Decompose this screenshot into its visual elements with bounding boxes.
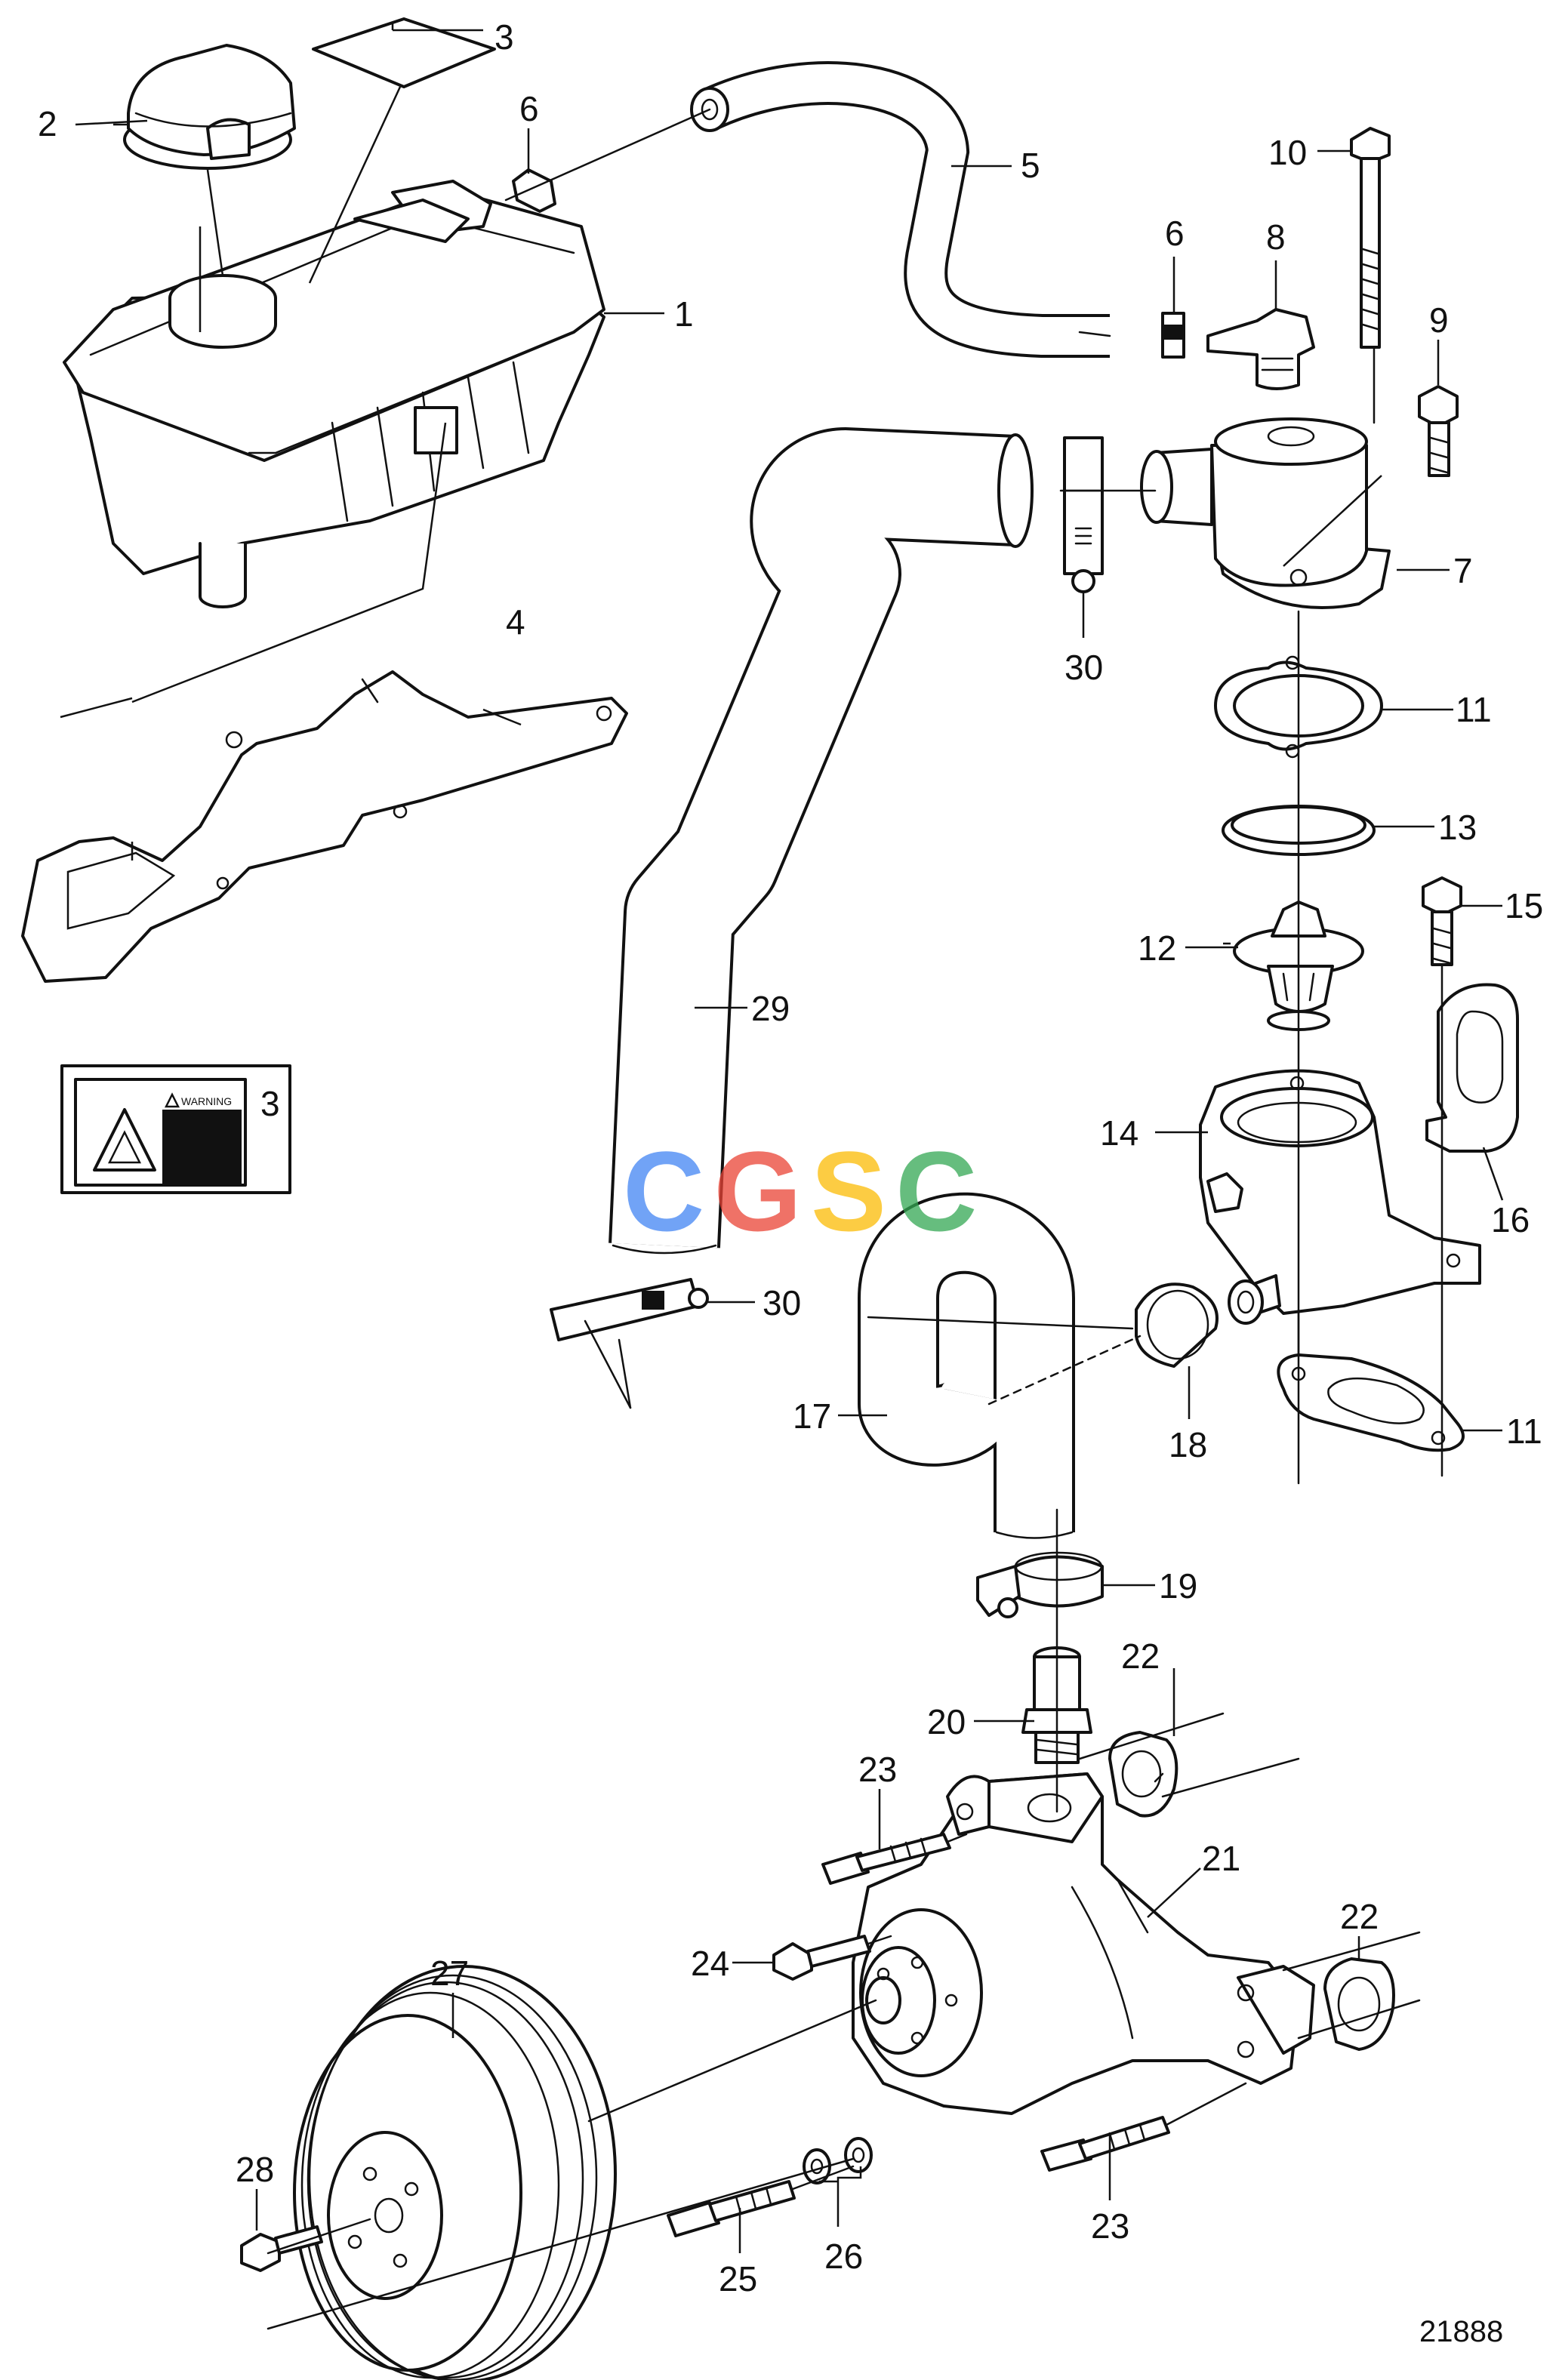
- callout-13: 13: [1438, 808, 1477, 847]
- lifting-eye-bracket: [1425, 983, 1519, 1153]
- bracket-bolt: [1422, 876, 1462, 966]
- pump-gasket-right: [1323, 1957, 1395, 2051]
- callout-14: 14: [1100, 1113, 1138, 1153]
- callout-11-upper: 11: [1456, 690, 1492, 729]
- short-bolt: [1418, 385, 1459, 477]
- watermark: CGSC: [623, 1128, 986, 1255]
- hose-clamp-small-upper: [512, 168, 556, 213]
- callout-27: 27: [430, 1954, 469, 1993]
- worm-hose-clamp: [976, 1551, 1104, 1618]
- hose-clamp-upper: [1063, 436, 1104, 593]
- callout-22-right: 22: [1340, 1897, 1379, 1936]
- callout-1: 1: [674, 294, 694, 334]
- thermostat-housing-body: [1199, 1069, 1481, 1325]
- callout-5: 5: [1021, 146, 1040, 185]
- callout-3-decal: 3: [495, 17, 514, 57]
- pump-gasket-upper: [1108, 1731, 1178, 1818]
- radiator-hose-large: [609, 427, 1034, 1255]
- watermark-letter: S: [811, 1128, 895, 1255]
- leader-lines: [75, 23, 1504, 2253]
- callout-15: 15: [1505, 886, 1543, 925]
- pulley-stud: [667, 2180, 796, 2237]
- callout-29: 29: [751, 989, 790, 1028]
- bypass-hose: [858, 1192, 1075, 1539]
- callout-21: 21: [1202, 1839, 1240, 1878]
- callout-26: 26: [824, 2237, 863, 2276]
- decal-sheet: [312, 17, 496, 88]
- alignment-lines: [60, 108, 1443, 2330]
- callout-12: 12: [1138, 928, 1176, 968]
- callout-4: 4: [506, 602, 525, 642]
- callout-18: 18: [1169, 1425, 1207, 1464]
- callout-11-lower: 11: [1506, 1412, 1542, 1451]
- mounting-bracket: [21, 670, 628, 983]
- callout-20: 20: [927, 1702, 966, 1741]
- hose-clamp-lower: [550, 1278, 709, 1341]
- long-bolt: [1350, 127, 1391, 349]
- callout-2: 2: [38, 104, 57, 143]
- callout-23-lower: 23: [1091, 2206, 1129, 2246]
- callout-28: 28: [236, 2150, 274, 2189]
- hose-nipple: [1206, 308, 1315, 390]
- pulley: [293, 1965, 617, 2380]
- callout-labels: 1 2 3 4 5 6 6 7 8 9 10 11 11 12 13 14 15…: [38, 17, 1543, 2298]
- hose-clamp-small-lower: [1161, 312, 1185, 359]
- pump-bolt: [772, 1935, 871, 1981]
- gasket-lower: [1277, 1353, 1465, 1452]
- callout-16: 16: [1491, 1200, 1530, 1239]
- callout-3-warning: 3: [260, 1084, 280, 1123]
- stud-upper: [821, 1833, 951, 1885]
- watermark-text: CGSC: [623, 1128, 986, 1255]
- warning-label-text: WARNING: [181, 1095, 232, 1107]
- callout-22-upper: 22: [1121, 1636, 1160, 1676]
- hose-clamp-bypass: [1135, 1282, 1219, 1368]
- vent-hose: [690, 61, 1110, 358]
- callout-30-lower: 30: [763, 1283, 801, 1322]
- callout-9: 9: [1429, 300, 1449, 340]
- figure-number: 21888: [1419, 2315, 1503, 2348]
- callout-8: 8: [1266, 217, 1286, 257]
- expansion-tank: [63, 180, 605, 608]
- callout-7: 7: [1453, 551, 1473, 590]
- warning-label-box: WARNING: [60, 1064, 291, 1194]
- callout-30-upper: 30: [1064, 648, 1103, 687]
- callout-19: 19: [1159, 1566, 1197, 1606]
- washers: [803, 2137, 873, 2184]
- water-pump-housing: [852, 1772, 1315, 2115]
- callout-10: 10: [1268, 133, 1307, 172]
- thermostat-housing-cover: [1140, 417, 1391, 609]
- callout-24: 24: [691, 1944, 729, 1983]
- watermark-letter: C: [623, 1128, 713, 1255]
- stud-lower: [1040, 2116, 1170, 2172]
- callout-23-upper: 23: [858, 1750, 897, 1789]
- filler-cap: [123, 44, 296, 170]
- callout-6-upper: 6: [519, 89, 539, 128]
- callout-17: 17: [793, 1396, 831, 1436]
- watermark-letter: G: [713, 1128, 811, 1255]
- watermark-letter: C: [895, 1128, 986, 1255]
- callout-6-lower: 6: [1165, 214, 1185, 253]
- callout-25: 25: [719, 2259, 757, 2298]
